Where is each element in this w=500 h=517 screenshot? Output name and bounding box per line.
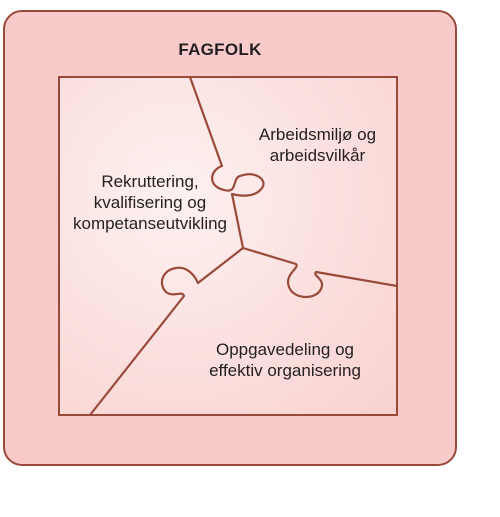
piece-label-line: Rekruttering,: [101, 172, 199, 191]
piece-label-line: arbeidsvilkår: [269, 146, 366, 165]
piece-label-line: effektiv organisering: [209, 361, 361, 380]
piece-label-line: Oppgavedeling og: [215, 340, 354, 359]
piece-label-line: kvalifisering og: [93, 193, 207, 212]
piece-label-oppgavedeling: Oppgavedeling og effektiv organisering: [195, 339, 375, 381]
divider-top: [188, 75, 265, 250]
divider-right: [241, 246, 399, 299]
divider-bottom-left: [88, 246, 245, 417]
piece-label-rekruttering: Rekruttering, kvalifisering og kompetans…: [55, 171, 245, 234]
piece-label-line: kompetanseutvikling: [72, 214, 228, 233]
inner-square: [58, 76, 398, 416]
diagram-title: FAGFOLK: [178, 40, 262, 59]
piece-label-line: Arbeidsmiljø og: [258, 125, 377, 144]
piece-label-arbeidsmiljo: Arbeidsmiljø og arbeidsvilkår: [230, 124, 405, 166]
